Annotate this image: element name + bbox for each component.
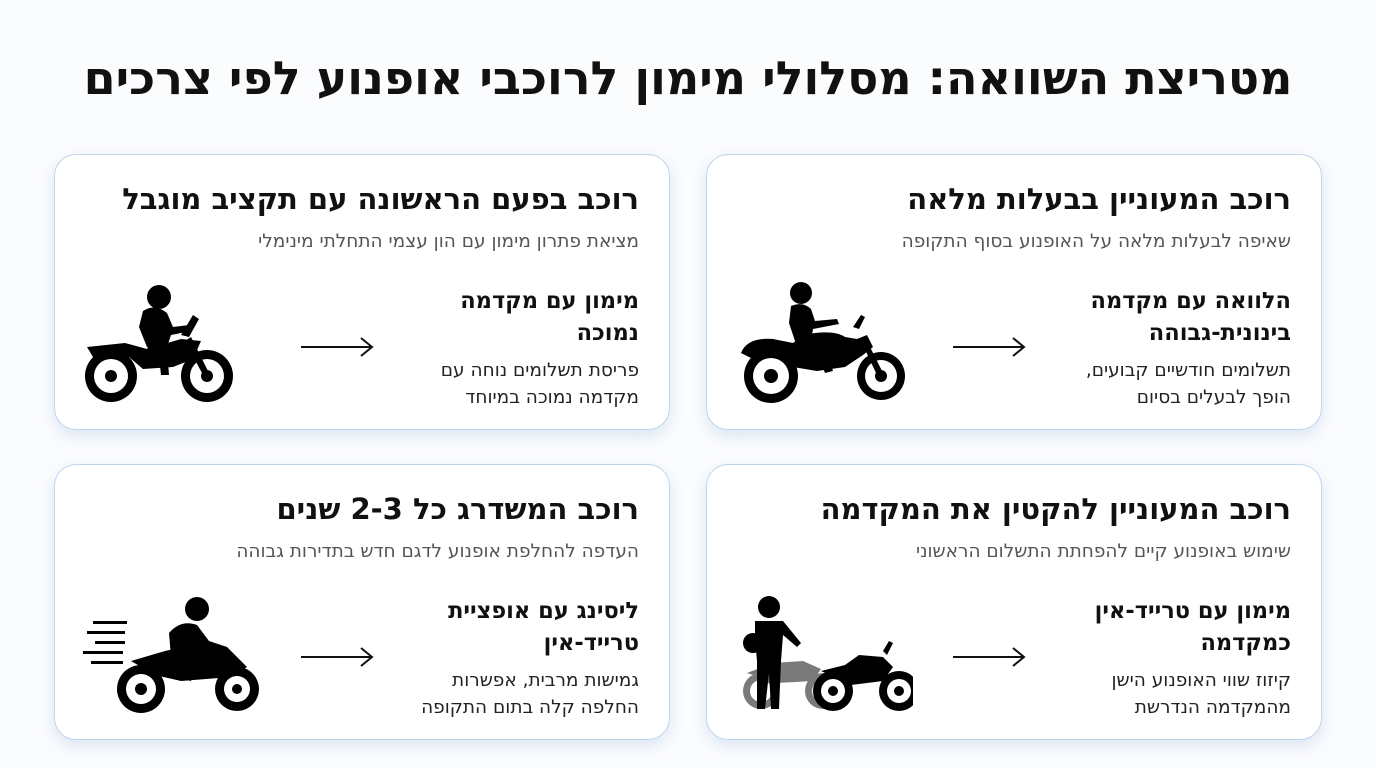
card-subtitle: שימוש באופנוע קיים להפחתת התשלום הראשוני: [915, 541, 1291, 562]
arrow-icon: [953, 337, 1026, 357]
card-reduce-down-payment: רוכב המעוניין להקטין את המקדמה שימוש באו…: [706, 464, 1322, 740]
trade-in-rider-with-motorcycles-icon: [743, 596, 913, 711]
card-subtitle: מציאת פתרון מימון עם הון עצמי התחלתי מינ…: [258, 231, 639, 252]
dirt-bike-rider-icon: [85, 285, 233, 402]
card-title: רוכב בפעם הראשונה עם תקציב מוגבל: [122, 182, 639, 216]
card-frequent-upgrader: רוכב המשדרג כל 2-3 שנים העדפה להחלפת אופ…: [54, 464, 670, 740]
option-description: פריסת תשלומים נוחה עם מקדמה נמוכה במיוחד: [440, 360, 639, 408]
card-title: רוכב המעוניין להקטין את המקדמה: [820, 492, 1291, 526]
option-title: ליסינג עם אופציית טרייד-אין: [448, 598, 639, 656]
sport-bike-rider-icon: [83, 597, 259, 713]
card-first-time-rider: רוכב בפעם הראשונה עם תקציב מוגבל מציאת פ…: [54, 154, 670, 430]
card-subtitle: שאיפה לבעלות מלאה על האופנוע בסוף התקופה: [901, 231, 1291, 252]
page-title: מטריצת השוואה: מסלולי מימון לרוכבי אופנו…: [83, 51, 1293, 105]
arrow-icon: [953, 647, 1026, 667]
card-title: רוכב המעוניין בבעלות מלאה: [907, 182, 1291, 216]
option-description: גמישות מרבית, אפשרות החלפה קלה בתום התקו…: [421, 670, 639, 718]
card-full-ownership: רוכב המעוניין בבעלות מלאה שאיפה לבעלות מ…: [706, 154, 1322, 430]
card-title: רוכב המשדרג כל 2-3 שנים: [276, 492, 639, 526]
option-title: מימון עם מקדמה נמוכה: [460, 288, 639, 346]
option-description: תשלומים חודשיים קבועים, הופך לבעלים בסיו…: [1085, 360, 1291, 408]
option-description: קיזוז שווי האופנוע הישן מהמקדמה הנדרשת: [1111, 670, 1291, 718]
option-title: מימון עם טרייד-אין כמקדמה: [1094, 598, 1291, 656]
option-title: הלוואה עם מקדמה בינונית-גבוהה: [1090, 288, 1292, 346]
cruiser-motorcycle-rider-icon: [741, 282, 905, 403]
arrow-icon: [301, 337, 374, 357]
arrow-icon: [301, 647, 374, 667]
card-subtitle: העדפה להחלפת אופנוע לדגם חדש בתדירות גבו…: [236, 541, 639, 562]
